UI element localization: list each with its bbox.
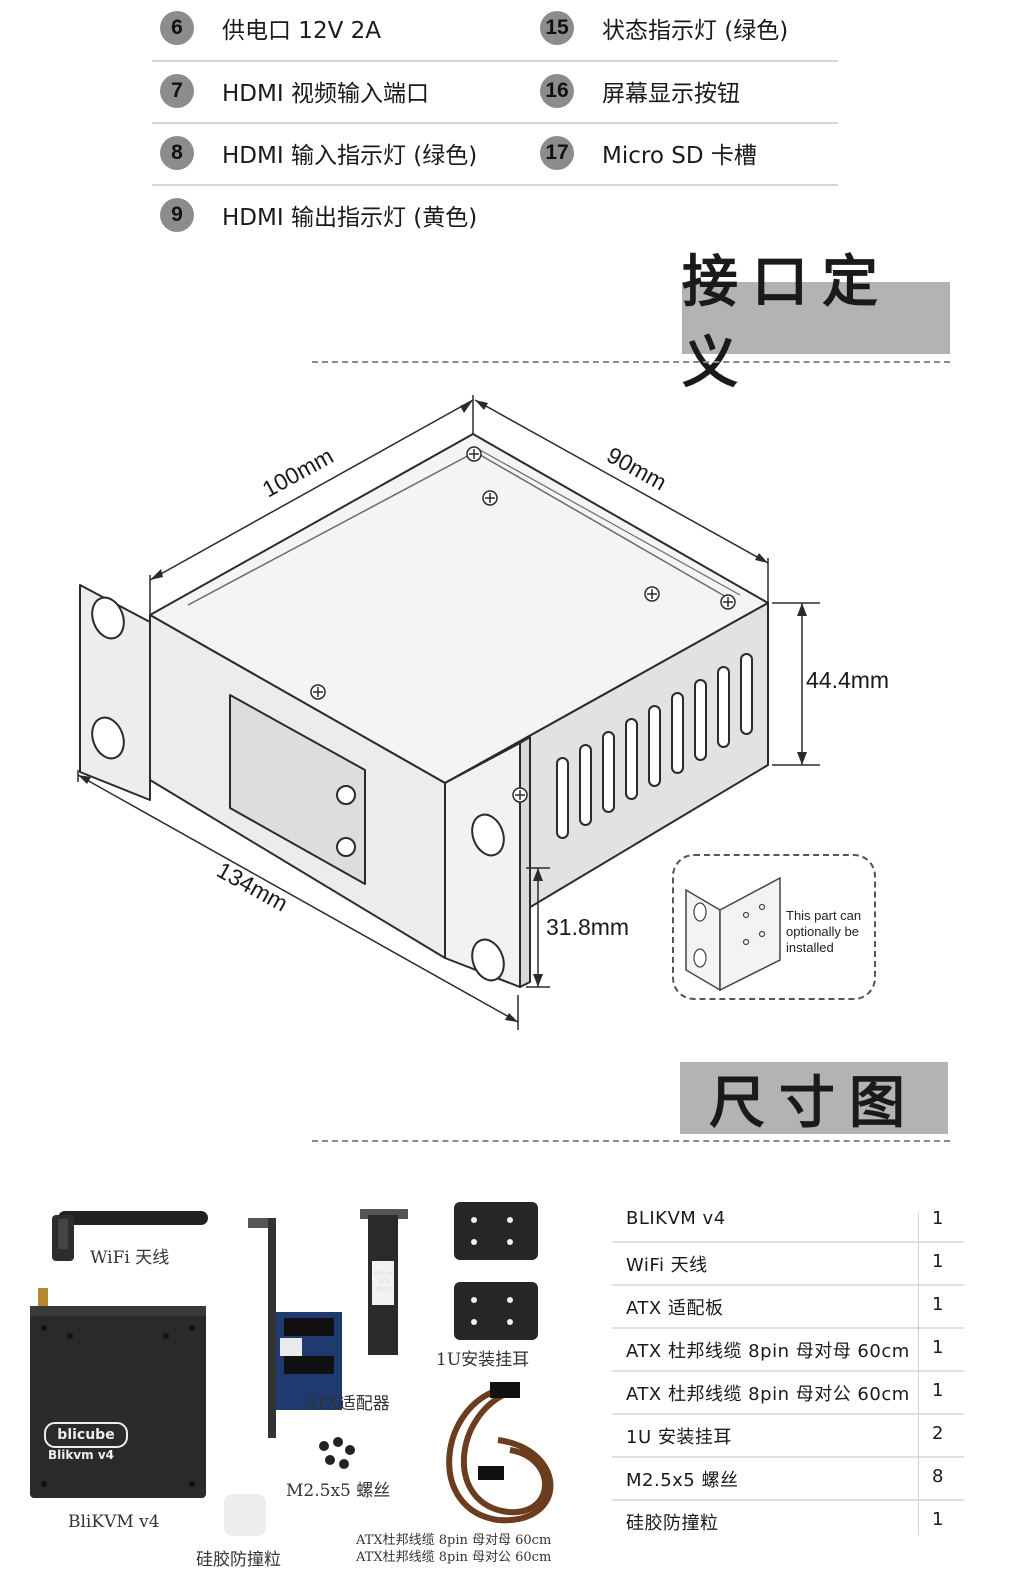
screws-image: [319, 1437, 355, 1469]
table-row: WiFi 天线 1: [612, 1243, 964, 1286]
port-label: HDMI 输入指示灯 (绿色): [222, 143, 478, 169]
item-name: ATX 杜邦线缆 8pin 母对公 60cm: [626, 1384, 910, 1405]
rack-ears-image: [454, 1202, 538, 1340]
screw-marks: [310, 446, 736, 803]
atx-bracket-image: [360, 1209, 408, 1355]
cable1-caption: ATX杜邦线缆 8pin 母对母 60cm: [356, 1533, 552, 1548]
ears-caption: 1U安装挂耳: [436, 1350, 530, 1370]
section-divider: [312, 1140, 950, 1142]
pads-caption: 硅胶防撞粒: [196, 1550, 281, 1570]
section-divider: [312, 361, 950, 363]
dim-height-label: 44.4mm: [806, 667, 890, 693]
dim-width-label: 100mm: [258, 442, 338, 502]
atx-caption: ATX适配器: [304, 1394, 390, 1414]
section-title-dimensions: 尺寸图: [680, 1062, 948, 1136]
vent-slots: [556, 653, 753, 839]
item-name: M2.5x5 螺丝: [626, 1470, 739, 1491]
dimension-drawing: 100mm 90mm 134mm: [77, 395, 820, 1030]
port-item: 8 HDMI 输入指示灯 (绿色): [160, 122, 477, 184]
atx-adapter-image: [248, 1218, 342, 1438]
item-qty: 1: [932, 1509, 944, 1530]
table-row: ATX 杜邦线缆 8pin 母对母 60cm 1: [612, 1329, 964, 1372]
atx-bracket-text: Blikvm ATX ONLY: [374, 1270, 395, 1293]
section-title-interface: 接口定义: [682, 249, 950, 396]
table-row: ATX 适配板 1: [612, 1286, 964, 1329]
cable2-caption: ATX杜邦线缆 8pin 母对公 60cm: [356, 1550, 552, 1565]
table-row: ATX 杜邦线缆 8pin 母对公 60cm 1: [612, 1372, 964, 1415]
device-caption: BliKVM v4: [68, 1512, 160, 1532]
port-item: 6 供电口 12V 2A: [160, 0, 381, 59]
dim-depth-label: 90mm: [603, 442, 671, 496]
item-qty: 2: [932, 1423, 944, 1444]
item-qty: 1: [932, 1251, 944, 1272]
front-display-window: [229, 694, 366, 885]
dim-ear-height-label: 31.8mm: [546, 914, 630, 940]
item-qty: 1: [932, 1208, 944, 1229]
device-brand-logo: blicube: [44, 1422, 128, 1448]
blikvm-device-image: [30, 1288, 206, 1498]
item-name: ATX 杜邦线缆 8pin 母对母 60cm: [626, 1341, 910, 1362]
bracket-illustration: [685, 876, 781, 992]
port-label: Micro SD 卡槽: [602, 143, 757, 169]
item-qty: 1: [932, 1337, 944, 1358]
port-item: 7 HDMI 视频输入端口: [160, 60, 429, 122]
device-model-text: Blikvm v4: [48, 1448, 115, 1462]
optional-note: This part can optionally be installed: [786, 908, 862, 955]
dupont-cable-image: [446, 1382, 554, 1524]
item-name: ATX 适配板: [626, 1298, 724, 1319]
item-name: 1U 安装挂耳: [626, 1427, 732, 1448]
table-row: BLIKVM v4 1: [612, 1200, 964, 1243]
port-item: 15 状态指示灯 (绿色): [540, 0, 788, 59]
port-label: 屏幕显示按钮: [602, 81, 740, 107]
item-name: BLIKVM v4: [626, 1208, 726, 1229]
wifi-antenna-image: [52, 1211, 208, 1261]
port-label: HDMI 输出指示灯 (黄色): [222, 205, 478, 231]
table-row: 硅胶防撞粒 1: [612, 1501, 964, 1544]
item-qty: 1: [932, 1294, 944, 1315]
optional-bracket-box: This part can optionally be installed: [672, 854, 876, 1000]
legend-divider: [152, 184, 838, 186]
port-item: 9 HDMI 输出指示灯 (黄色): [160, 184, 477, 246]
port-item: 16 屏幕显示按钮: [540, 60, 740, 122]
port-number-badge: 15: [540, 11, 574, 45]
port-label: 状态指示灯 (绿色): [602, 18, 789, 44]
item-name: WiFi 天线: [626, 1255, 708, 1276]
cable-captions: ATX杜邦线缆 8pin 母对母 60cm ATX杜邦线缆 8pin 母对公 6…: [356, 1532, 551, 1566]
dim-length-label: 134mm: [213, 857, 293, 917]
legend-divider: [152, 60, 838, 62]
screws-caption: M2.5x5 螺丝: [286, 1481, 391, 1501]
silicone-pad-image: [224, 1494, 266, 1536]
table-column-divider: [918, 1213, 919, 1535]
port-item: 17 Micro SD 卡槽: [540, 122, 757, 184]
item-name: 硅胶防撞粒: [626, 1513, 719, 1534]
port-number-badge: 7: [160, 74, 194, 108]
antenna-caption: WiFi 天线: [90, 1248, 170, 1268]
port-label: HDMI 视频输入端口: [222, 81, 429, 107]
port-number-badge: 17: [540, 136, 574, 170]
port-number-badge: 6: [160, 11, 194, 45]
port-number-badge: 8: [160, 136, 194, 170]
port-number-badge: 16: [540, 74, 574, 108]
legend-divider: [152, 122, 838, 124]
table-row: 1U 安装挂耳 2: [612, 1415, 964, 1458]
table-row: M2.5x5 螺丝 8: [612, 1458, 964, 1501]
item-qty: 8: [932, 1466, 944, 1487]
port-label: 供电口 12V 2A: [222, 18, 381, 44]
port-number-badge: 9: [160, 198, 194, 232]
item-qty: 1: [932, 1380, 944, 1401]
